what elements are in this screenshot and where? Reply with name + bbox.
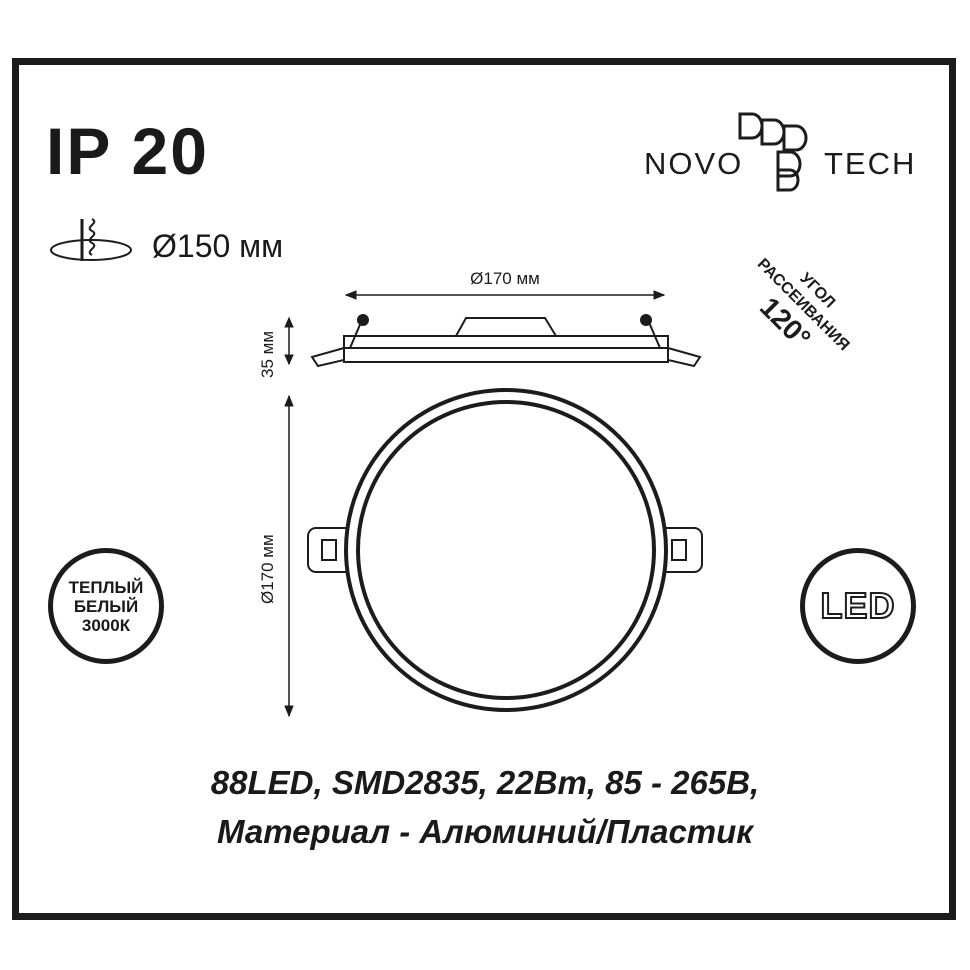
novotech-logo: NOVO TECH — [644, 112, 916, 192]
width-dimension-label: Ø170 мм — [470, 269, 540, 288]
ip-rating: IP 20 — [46, 114, 209, 188]
color-temp-line1: ТЕПЛЫЙ — [68, 577, 144, 597]
specs-line-2: Материал - Алюминий/Пластик — [216, 813, 754, 850]
height-dimension-label: 35 мм — [258, 331, 277, 378]
cutout-icon — [50, 218, 132, 261]
specs-line-1: 88LED, SMD2835, 22Bm, 85 - 265B, — [210, 764, 760, 801]
width-dimension-line — [344, 290, 666, 300]
outer-frame — [12, 58, 956, 920]
front-diameter-label: Ø170 мм — [258, 534, 277, 604]
beam-angle-label: УГОЛ РАССЕИВАНИЯ 120° — [754, 256, 853, 355]
color-temperature-badge: ТЕПЛЫЙ БЕЛЫЙ 3000К — [48, 548, 164, 664]
led-badge-text: LED — [820, 584, 896, 627]
height-dimension-line — [284, 316, 294, 366]
fixture-side-view — [310, 314, 702, 368]
color-temp-line2: БЕЛЫЙ — [73, 596, 139, 616]
led-badge: LED — [800, 548, 916, 664]
logo-text-left: NOVO — [644, 146, 743, 181]
logo-symbol — [738, 112, 808, 192]
color-temp-line3: 3000К — [81, 615, 131, 635]
cutout-diameter-label: Ø150 мм — [152, 228, 284, 264]
logo-text-right: TECH — [824, 146, 916, 181]
front-diameter-dimension-line — [284, 394, 294, 718]
fixture-front-view — [307, 388, 703, 712]
